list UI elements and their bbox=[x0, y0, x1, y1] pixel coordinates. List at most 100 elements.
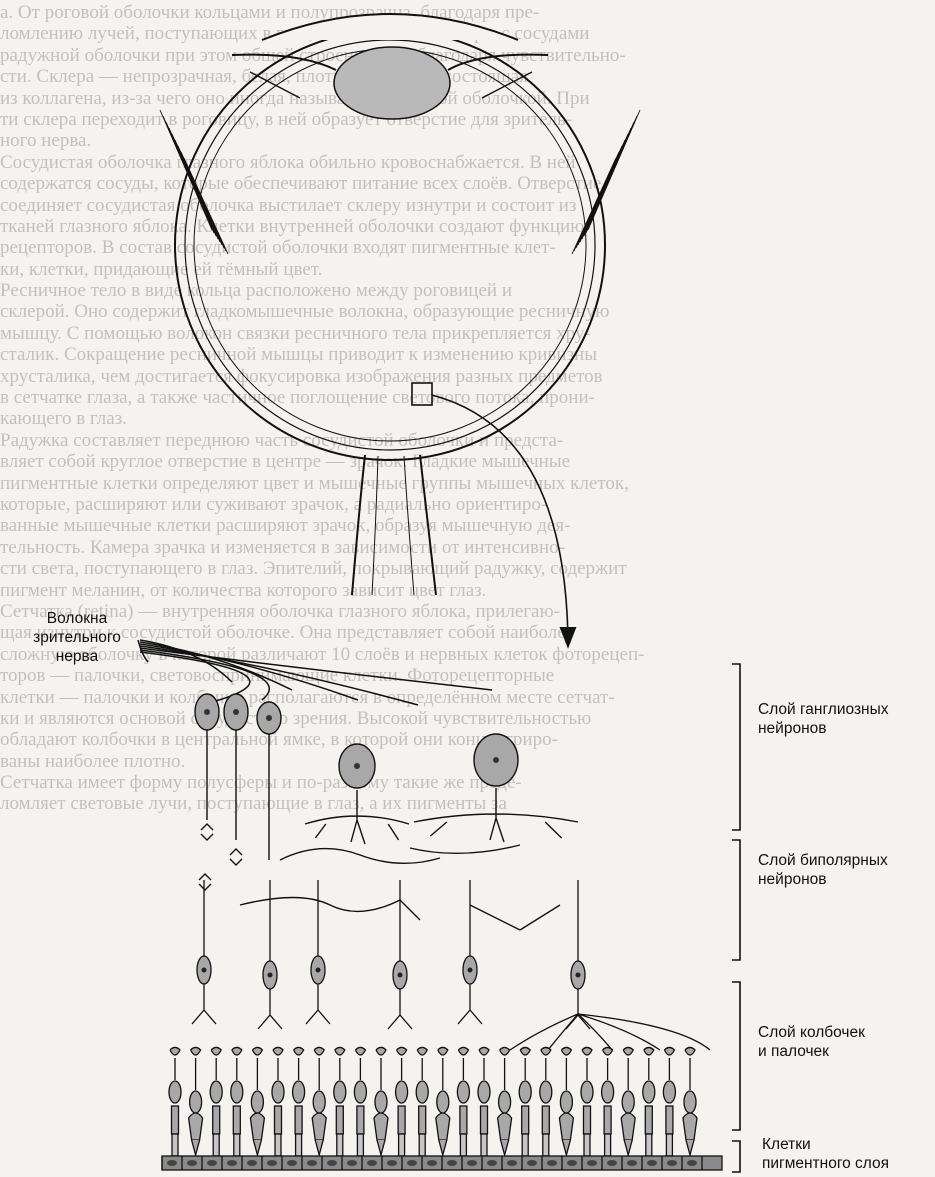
rod-outer-segment bbox=[646, 1134, 652, 1156]
cone-nucleus bbox=[190, 1091, 202, 1113]
photoreceptor-terminal bbox=[376, 1048, 386, 1056]
ganglion-axon bbox=[207, 730, 269, 860]
photoreceptor-terminal bbox=[623, 1048, 633, 1056]
bipolar-nucleus bbox=[398, 973, 403, 978]
rod-outer-segment bbox=[337, 1134, 343, 1156]
rod-nucleus bbox=[231, 1081, 243, 1103]
cone-nucleus bbox=[622, 1091, 634, 1113]
bipolar-dendrite bbox=[192, 984, 216, 1024]
cone-inner-segment bbox=[189, 1113, 203, 1140]
bipolar-dendrite bbox=[306, 984, 330, 1024]
rod-nucleus bbox=[293, 1081, 305, 1103]
pigment-cell-nucleus bbox=[187, 1160, 197, 1166]
rod-outer-segment bbox=[481, 1134, 487, 1156]
zoom-box bbox=[412, 383, 432, 405]
eyeball-drawing bbox=[160, 14, 640, 646]
rod-nucleus bbox=[169, 1081, 181, 1103]
ganglion-nucleus bbox=[354, 763, 360, 769]
pigment-cell-nucleus bbox=[467, 1160, 477, 1166]
cone-inner-segment bbox=[312, 1113, 326, 1140]
bracket-bipolar bbox=[732, 840, 740, 960]
rod-nucleus bbox=[663, 1081, 675, 1103]
amacrine-process bbox=[280, 845, 520, 863]
pigment-cell-nucleus bbox=[687, 1160, 697, 1166]
label-rods-cones-layer: Слой колбочек и палочек bbox=[758, 1023, 865, 1061]
rod-outer-segment bbox=[172, 1134, 178, 1156]
pigment-cell-nucleus bbox=[487, 1160, 497, 1166]
nerve-fiber bbox=[140, 646, 418, 705]
pigment-cell-nucleus bbox=[647, 1160, 657, 1166]
pigment-cell-nucleus bbox=[287, 1160, 297, 1166]
rod-inner-segment bbox=[481, 1106, 488, 1134]
cone-inner-segment bbox=[250, 1113, 264, 1140]
pigment-cell-nucleus bbox=[207, 1160, 217, 1166]
pigment-cell-nucleus bbox=[347, 1160, 357, 1166]
rod-outer-segment bbox=[543, 1134, 549, 1156]
rod-nucleus bbox=[457, 1081, 469, 1103]
photoreceptor-terminal bbox=[520, 1048, 530, 1056]
rod-nucleus bbox=[416, 1081, 428, 1103]
photoreceptor-terminal bbox=[191, 1048, 201, 1056]
synapse-mark bbox=[230, 849, 242, 865]
cone-nucleus bbox=[560, 1091, 572, 1113]
pigment-cell-nucleus bbox=[367, 1160, 377, 1166]
rod-outer-segment bbox=[522, 1134, 528, 1156]
bipolar-nucleus bbox=[268, 973, 273, 978]
label-line: Слой колбочек bbox=[758, 1023, 865, 1042]
zoom-arrowhead bbox=[561, 628, 575, 646]
rod-outer-segment bbox=[275, 1134, 281, 1156]
bipolar-dendrite bbox=[458, 984, 482, 1024]
cone-nucleus bbox=[437, 1091, 449, 1113]
ganglion-nucleus bbox=[493, 757, 499, 763]
photoreceptor-terminal bbox=[438, 1048, 448, 1056]
rod-outer-segment bbox=[666, 1134, 672, 1156]
photoreceptor-terminal bbox=[211, 1048, 221, 1056]
rod-inner-segment bbox=[460, 1106, 467, 1134]
rod-inner-segment bbox=[233, 1106, 240, 1134]
cone-outer-segment bbox=[315, 1140, 323, 1155]
ganglion-nucleus bbox=[204, 709, 210, 715]
rod-outer-segment bbox=[357, 1134, 363, 1156]
cone-outer-segment bbox=[501, 1140, 509, 1155]
optic-nerve-inner bbox=[372, 456, 414, 595]
photoreceptor-terminal bbox=[458, 1048, 468, 1056]
cone-inner-segment bbox=[498, 1113, 512, 1140]
rod-inner-segment bbox=[398, 1106, 405, 1134]
rod-nucleus bbox=[602, 1081, 614, 1103]
cone-outer-segment bbox=[624, 1140, 632, 1155]
pigment-cell-nucleus bbox=[407, 1160, 417, 1166]
eye-muscle-fiber bbox=[572, 158, 616, 254]
pigment-cell-nucleus bbox=[447, 1160, 457, 1166]
label-ganglion-layer: Слой ганглиозных нейронов bbox=[758, 700, 889, 738]
rod-nucleus bbox=[540, 1081, 552, 1103]
rod-inner-segment bbox=[645, 1106, 652, 1134]
cone-nucleus bbox=[313, 1091, 325, 1113]
rod-outer-segment bbox=[419, 1134, 425, 1156]
bipolar-nucleus bbox=[576, 973, 581, 978]
photoreceptor-terminal bbox=[644, 1048, 654, 1056]
cone-inner-segment bbox=[621, 1113, 635, 1140]
rod-inner-segment bbox=[172, 1106, 179, 1134]
bipolar-nucleus bbox=[202, 968, 207, 973]
rod-nucleus bbox=[354, 1081, 366, 1103]
cone-outer-segment bbox=[439, 1140, 447, 1155]
pigment-cell-nucleus bbox=[167, 1160, 177, 1166]
bipolar-nucleus bbox=[468, 968, 473, 973]
nerve-fiber bbox=[140, 648, 492, 690]
photoreceptor-terminal bbox=[479, 1048, 489, 1056]
rod-outer-segment bbox=[460, 1134, 466, 1156]
cone-nucleus bbox=[251, 1091, 263, 1113]
lens bbox=[334, 47, 450, 119]
synapse-mark bbox=[201, 824, 213, 840]
bracket-ganglion bbox=[732, 664, 740, 830]
pigment-cell-nucleus bbox=[607, 1160, 617, 1166]
rod-nucleus bbox=[334, 1081, 346, 1103]
rods-and-cones bbox=[169, 1048, 697, 1157]
cone-outer-segment bbox=[686, 1140, 694, 1155]
pigment-cell-nucleus bbox=[527, 1160, 537, 1166]
label-line: Слой биполярных bbox=[758, 851, 888, 870]
pigment-cell-nucleus bbox=[307, 1160, 317, 1166]
pigment-cell-nucleus bbox=[247, 1160, 257, 1166]
pigment-cell-nucleus bbox=[627, 1160, 637, 1166]
